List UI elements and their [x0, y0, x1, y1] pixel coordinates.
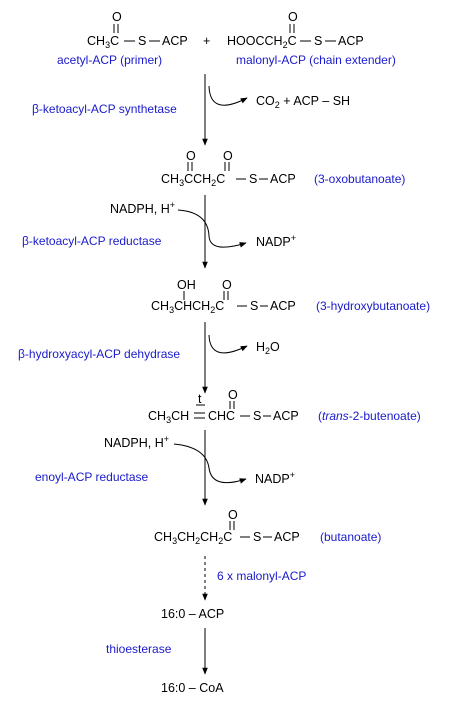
svg-text:CHC: CHC — [208, 409, 235, 423]
acp-group: ACP — [162, 34, 188, 48]
cofactor-arrow-2 — [173, 443, 247, 484]
svg-text:ACP: ACP — [338, 34, 364, 48]
butenoate-label: (trans-2-butenoate) — [318, 409, 421, 423]
svg-text:O: O — [288, 10, 298, 24]
enzyme-ketoreductase-label: β-ketoacyl-ACP reductase — [22, 234, 162, 248]
svg-text:S: S — [253, 530, 261, 544]
byproduct-nadp: NADP+ — [256, 233, 296, 249]
butanoate-structure: O CH3CH2CH2C S ACP — [154, 508, 300, 546]
enzyme-synthetase-label: β-ketoacyl-ACP synthetase — [32, 102, 177, 116]
malonyl-acp-structure: O HOOCCH2C S ACP — [227, 10, 364, 50]
methyl-group: CH — [87, 34, 105, 48]
palmitoyl-coa: 16:0 – CoA — [161, 681, 224, 695]
plus-sign: + — [203, 34, 210, 48]
iteration-label: 6 x malonyl-ACP — [217, 569, 306, 583]
svg-text:S: S — [253, 409, 261, 423]
svg-text:OH: OH — [177, 278, 196, 292]
side-product-arrow — [208, 85, 248, 106]
malonyl-acp-label: malonyl-ACP (chain extender) — [236, 53, 396, 67]
oxobutanoate-structure: O O CH3CCH2C S ACP — [161, 149, 296, 188]
svg-text:O: O — [223, 149, 233, 163]
svg-text:CH3CCH2C: CH3CCH2C — [161, 172, 225, 188]
palmitoyl-acp: 16:0 – ACP — [161, 607, 224, 621]
svg-text:O: O — [228, 388, 238, 402]
butanoate-label: (butanoate) — [320, 530, 381, 544]
hydroxybutanoate-structure: OH O CH3CHCH2C S ACP — [151, 278, 296, 315]
svg-text:S: S — [250, 299, 258, 313]
water-arrow — [208, 334, 248, 354]
svg-text:ACP: ACP — [273, 409, 299, 423]
enzyme-thioesterase-label: thioesterase — [106, 642, 172, 656]
svg-text:ACP: ACP — [274, 530, 300, 544]
svg-text:ACP: ACP — [270, 299, 296, 313]
butenoate-structure: t O CH3CH CHC S ACP — [148, 388, 299, 425]
cofactor-arrow — [177, 209, 247, 248]
reagent-nadph: NADPH, H+ — [110, 200, 175, 216]
svg-text:O: O — [222, 278, 232, 292]
enzyme-enoyl-reductase-label: enoyl-ACP reductase — [35, 470, 149, 484]
svg-text:CH3CH: CH3CH — [148, 409, 189, 425]
acetyl-acp-label: acetyl-ACP (primer) — [57, 53, 162, 67]
byproduct-co2-acpsh: CO2 + ACP – SH — [256, 94, 350, 110]
trans-marker: t — [198, 392, 202, 406]
oxobutanoate-label: (3-oxobutanoate) — [314, 172, 405, 186]
byproduct-nadp-2: NADP+ — [255, 470, 295, 486]
sulfur-atom: S — [138, 34, 146, 48]
svg-text:S: S — [314, 34, 322, 48]
svg-text:S: S — [249, 172, 257, 186]
hydroxybutanoate-label: (3-hydroxybutanoate) — [316, 299, 430, 313]
reagent-nadph-2: NADPH, H+ — [104, 434, 169, 450]
carboxymethyl-group: HOOCCH — [227, 34, 283, 48]
svg-text:CH3CH2CH2C: CH3CH2CH2C — [154, 530, 232, 546]
svg-text:CH3C: CH3C — [87, 34, 119, 50]
acetyl-acp-structure: O CH3C S ACP — [87, 10, 188, 50]
svg-text:HOOCCH2C: HOOCCH2C — [227, 34, 297, 50]
svg-text:CH3CHCH2C: CH3CHCH2C — [151, 299, 224, 315]
svg-text:O: O — [228, 508, 238, 522]
enzyme-dehydrase-label: β-hydroxyacyl-ACP dehydrase — [18, 347, 180, 361]
byproduct-water: H2O — [256, 340, 280, 356]
carbonyl-oxygen: O — [112, 10, 122, 24]
svg-text:O: O — [186, 149, 196, 163]
svg-text:ACP: ACP — [270, 172, 296, 186]
